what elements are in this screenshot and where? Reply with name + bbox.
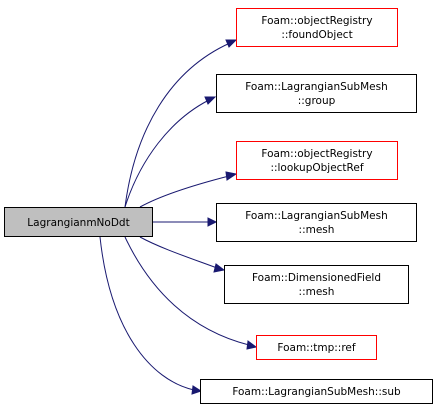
node-submesh-mesh-line-2: ::mesh [299, 224, 335, 236]
edge-submesh-mesh-arrowhead [207, 217, 218, 227]
edge-lookup-object-ref-arrowhead [225, 171, 238, 181]
node-found-object-line-2: ::foundObject [281, 29, 352, 41]
edge-tmp-ref [124, 236, 250, 346]
edge-tmp-ref-arrowhead [246, 340, 258, 350]
node-dimensioned-field-mesh-box [224, 265, 409, 304]
node-dimensioned-field-mesh-line-2: ::mesh [299, 286, 335, 298]
node-lookup-object-ref-box [236, 141, 398, 180]
node-submesh-sub-box [200, 379, 433, 404]
edge-lookup-object-ref [139, 175, 230, 208]
node-tmp-ref-line-1: Foam::tmp::ref [277, 342, 355, 354]
node-tmp-ref-box [256, 335, 377, 360]
edge-found-object [124, 42, 231, 208]
node-group[interactable]: Foam::LagrangianSubMesh ::group [216, 74, 417, 113]
node-lookup-object-ref[interactable]: Foam::objectRegistry ::lookupObjectRef [236, 141, 398, 180]
node-submesh-sub[interactable]: Foam::LagrangianSubMesh::sub [200, 379, 433, 404]
node-submesh-sub-line-1: Foam::LagrangianSubMesh::sub [232, 386, 401, 398]
edge-submesh-sub-arrowhead [191, 385, 203, 395]
node-found-object[interactable]: Foam::objectRegistry ::foundObject [236, 8, 398, 47]
edge-group [124, 99, 210, 208]
node-found-object-line-1: Foam::objectRegistry [261, 15, 372, 27]
edge-submesh-sub [99, 236, 195, 391]
node-submesh-mesh[interactable]: Foam::LagrangianSubMesh ::mesh [216, 203, 417, 242]
node-lookup-object-ref-line-1: Foam::objectRegistry [261, 148, 372, 160]
node-group-box [216, 74, 417, 113]
edge-dimensioned-field-mesh [139, 236, 218, 269]
node-group-line-1: Foam::LagrangianSubMesh [245, 81, 387, 93]
source-node[interactable]: LagrangianmNoDdt [4, 207, 153, 237]
source-node-box [4, 207, 153, 237]
node-submesh-mesh-line-1: Foam::LagrangianSubMesh [245, 210, 387, 222]
call-edges [99, 39, 258, 395]
source-node-label: LagrangianmNoDdt [27, 217, 129, 229]
node-group-line-2: ::group [298, 95, 336, 107]
edge-found-object-arrowhead [225, 39, 238, 48]
node-submesh-mesh-box [216, 203, 417, 242]
node-dimensioned-field-mesh-line-1: Foam::DimensionedField [252, 272, 381, 284]
edge-group-arrowhead [204, 96, 217, 105]
node-dimensioned-field-mesh[interactable]: Foam::DimensionedField ::mesh [224, 265, 409, 304]
node-tmp-ref[interactable]: Foam::tmp::ref [256, 335, 377, 360]
edge-dimensioned-field-mesh-arrowhead [213, 263, 226, 273]
node-found-object-box [236, 8, 398, 47]
node-lookup-object-ref-line-2: ::lookupObjectRef [270, 162, 363, 174]
